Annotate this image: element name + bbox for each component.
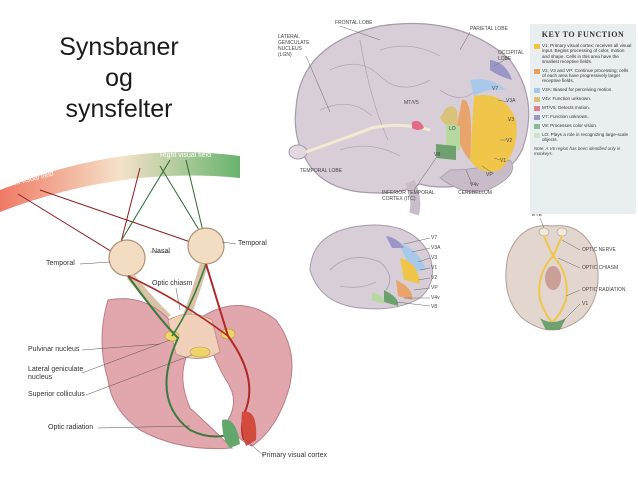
key-swatch [534, 123, 540, 129]
v1-lateral-label: V1 [500, 158, 507, 164]
key-swatch [534, 132, 540, 138]
itc-line-1: INFERIOR TEMPORAL [382, 190, 435, 196]
key-item-text: V8: Processes color vision. [542, 122, 598, 128]
ventral-brain-illustration [505, 217, 599, 331]
temporal-right-label: Temporal [238, 240, 267, 247]
pulvinar-nucleus-label: Pulvinar nucleus [28, 346, 80, 353]
v2-medial-label: V2 [431, 275, 438, 281]
brain-right-hemisphere [199, 305, 293, 447]
key-item-text: V4v: Function unknown. [542, 95, 592, 101]
superior-colliculus-label: Superior colliculus [28, 391, 85, 398]
key-swatch [534, 96, 540, 102]
optic-chiasm-label: Optic chiasm [152, 280, 193, 287]
lo-label: LO [449, 126, 456, 132]
key-item-text: V2, V3 and VP: Continue processing; cell… [542, 67, 629, 84]
right-visual-field-label: Right visual field [160, 152, 211, 159]
nasal-label: Nasal [152, 248, 170, 255]
vp-medial-label: VP [431, 285, 438, 291]
key-swatch [534, 114, 540, 120]
lgn-lateral-label: LATERAL GENICULATE NUCLEUS (LGN) [278, 34, 310, 58]
lgn-lateral-line-1: LATERAL [278, 34, 300, 40]
lgn-label: Lateral geniculate nucleus [28, 366, 83, 382]
visual-field-arc [0, 152, 240, 212]
v3-lateral-label: V3 [508, 117, 515, 123]
optic-nerve-label: OPTIC NERVE [582, 247, 616, 253]
left-eye [108, 239, 146, 277]
occipital-lobe-label: OCCIPITAL LOBE [498, 50, 524, 62]
title-line-1: Synsbaner [59, 33, 179, 61]
right-eye [187, 227, 225, 265]
title-line-3: synsfelter [65, 95, 173, 123]
occipital-line-1: OCCIPITAL [498, 50, 525, 56]
lgn-lateral-line-4: (LGN) [278, 52, 292, 58]
lgn-label-line-1: Lateral geniculate [28, 366, 84, 373]
lgn-label-line-2: nucleus [28, 374, 53, 381]
optic-chiasm-ventral-label: OPTIC CHIASM [582, 265, 619, 271]
v3-medial-label: V3 [431, 255, 438, 261]
cerebellum-label: CEREBELLUM [458, 190, 492, 196]
key-item: LO: Plays a role in recognizing large-sc… [534, 132, 633, 143]
field-lines-red [17, 167, 203, 259]
medial-brain-illustration [309, 224, 433, 310]
key-swatch [534, 87, 540, 93]
key-item: V4v: Function unknown. [534, 96, 633, 102]
key-item-text: V7: Function unknown. [542, 113, 589, 119]
key-to-function-panel: KEY TO FUNCTION V1: Primary visual corte… [530, 24, 636, 214]
visual-pathway-diagram [0, 152, 293, 457]
lateral-brain-illustration [288, 22, 530, 216]
frontal-lobe-label: FRONTAL LOBE [335, 20, 373, 26]
v2-lateral-label: V2 [506, 138, 513, 144]
v1-medial-label: V1 [431, 265, 438, 271]
key-list: V1: Primary visual cortex; receives all … [530, 43, 636, 143]
itc-line-2: CORTEX (ITC) [382, 196, 416, 202]
temporal-left-label: Temporal [46, 260, 75, 267]
optic-radiation-ventral-label: OPTIC RADIATION [582, 287, 626, 293]
vp-lateral-label: VP [486, 172, 493, 178]
key-item-text: MT/V5: Detects motion. [542, 104, 590, 110]
key-item: V2, V3 and VP: Continue processing; cell… [534, 68, 633, 84]
v7-medial-label: V7 [431, 235, 438, 241]
eye-label: EYE [532, 212, 543, 218]
v7-lateral-label: V7 [492, 86, 499, 92]
v4v-lateral-label: V4v [470, 182, 479, 188]
itc-label: INFERIOR TEMPORAL CORTEX (ITC) [382, 190, 435, 202]
key-item: MT/V5: Detects motion. [534, 105, 633, 111]
key-item: V3A: Biased for perceiving motion. [534, 87, 633, 93]
v8-medial-label: V8 [431, 304, 438, 310]
primary-visual-cortex-label: Primary visual cortex [262, 452, 327, 459]
v8-lateral-label: V8 [434, 152, 441, 158]
key-item-text: V3A: Biased for perceiving motion. [542, 86, 613, 92]
lgn-lateral-line-3: NUCLEUS [278, 46, 302, 52]
key-item: V1: Primary visual cortex; receives all … [534, 43, 633, 65]
key-swatch [534, 68, 540, 74]
v3a-lateral-label: V3A [506, 98, 516, 104]
key-title: KEY TO FUNCTION [541, 30, 625, 39]
optic-radiation-label: Optic radiation [48, 424, 94, 431]
parietal-lobe-label: PARIETAL LOBE [470, 26, 508, 32]
key-swatch [534, 105, 540, 111]
lgn-lateral-line-2: GENICULATE [278, 40, 310, 46]
v4v-medial-label: V4v [431, 295, 440, 301]
key-item-text: V1: Primary visual cortex; receives all … [542, 43, 632, 65]
v1-ventral-label: V1 [582, 301, 589, 307]
key-swatch [534, 44, 540, 49]
key-item: V8: Processes color vision. [534, 123, 633, 129]
slide-title: Synsbaner og synsfelter [44, 32, 194, 125]
key-item-text: LO: Plays a role in recognizing large-sc… [542, 131, 629, 143]
occipital-line-2: LOBE [498, 56, 512, 62]
mt-v5-label: MT/V5 [404, 100, 419, 106]
v3a-medial-label: V3A [431, 245, 441, 251]
title-line-2: og [105, 64, 133, 92]
key-item: V7: Function unknown. [534, 114, 633, 120]
key-note: Note: A V6 region has been identified on… [534, 145, 621, 156]
temporal-lobe-label: TEMPORAL LOBE [300, 168, 343, 174]
